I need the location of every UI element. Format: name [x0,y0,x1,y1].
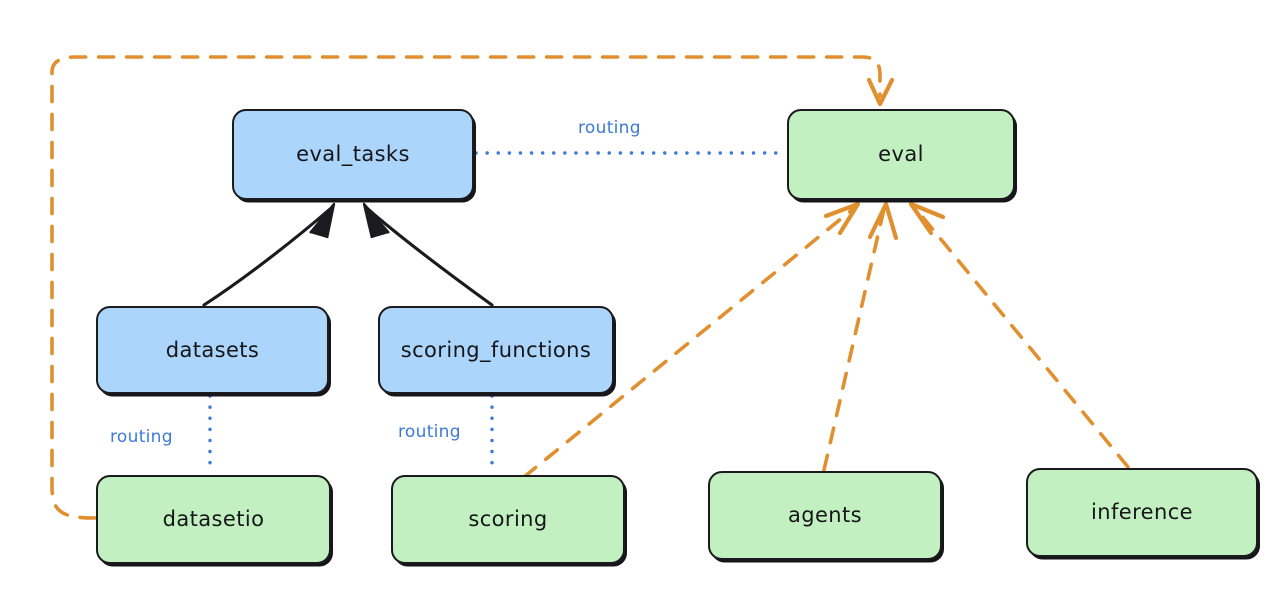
node-scoring[interactable]: scoring [391,475,625,564]
node-agents[interactable]: agents [708,471,942,560]
node-datasetio[interactable]: datasetio [96,475,331,564]
edge-scoring-functions-to-eval-tasks [362,202,494,307]
node-scoring-functions[interactable]: scoring_functions [378,306,614,394]
node-eval[interactable]: eval [787,109,1015,200]
node-label-scoring-functions: scoring_functions [400,337,592,362]
node-label-eval-tasks: eval_tasks [296,142,410,166]
node-inference[interactable]: inference [1026,468,1258,557]
node-label-eval: eval [878,142,924,166]
node-label-agents: agents [787,503,862,527]
edge-datasets-to-eval-tasks [202,202,336,307]
node-eval-tasks[interactable]: eval_tasks [232,109,474,200]
edge-label-routing-eval-tasks-eval: routing [578,118,641,138]
edge-agents-to-eval [822,201,899,472]
edge-label-routing-datasets-datasetio: routing [110,427,173,447]
edge-label-routing-scoring-functions-scoring: routing [398,422,461,442]
edge-inference-to-eval [908,201,1130,469]
node-label-datasetio: datasetio [162,507,265,531]
node-label-scoring: scoring [468,507,548,531]
node-datasets[interactable]: datasets [96,306,329,394]
node-label-datasets: datasets [165,337,260,362]
node-label-inference: inference [1091,500,1193,524]
